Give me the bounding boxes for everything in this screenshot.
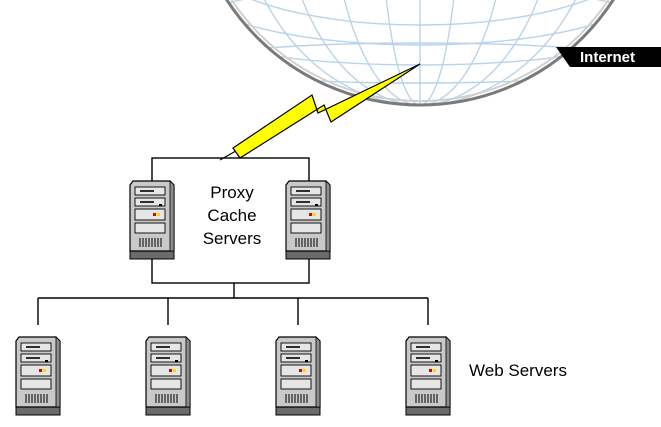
web-servers-label: Web Servers <box>469 361 567 380</box>
globe-icon <box>190 0 650 107</box>
lightning-link-icon <box>219 63 421 161</box>
network-bus <box>37 283 429 325</box>
web-server-1 <box>14 335 62 417</box>
proxy-label-line-1: Proxy <box>210 183 254 202</box>
web-server-2 <box>144 335 192 417</box>
proxy-cache-label: Proxy Cache Servers <box>203 183 262 248</box>
proxy-server-right <box>284 179 332 261</box>
internet-tag: Internet <box>556 47 661 67</box>
internet-label: Internet <box>580 49 635 66</box>
web-server-4 <box>404 335 452 417</box>
proxy-server-left <box>128 179 176 261</box>
web-server-3 <box>274 335 322 417</box>
proxy-label-line-3: Servers <box>203 229 262 248</box>
proxy-label-line-2: Cache <box>207 206 256 225</box>
